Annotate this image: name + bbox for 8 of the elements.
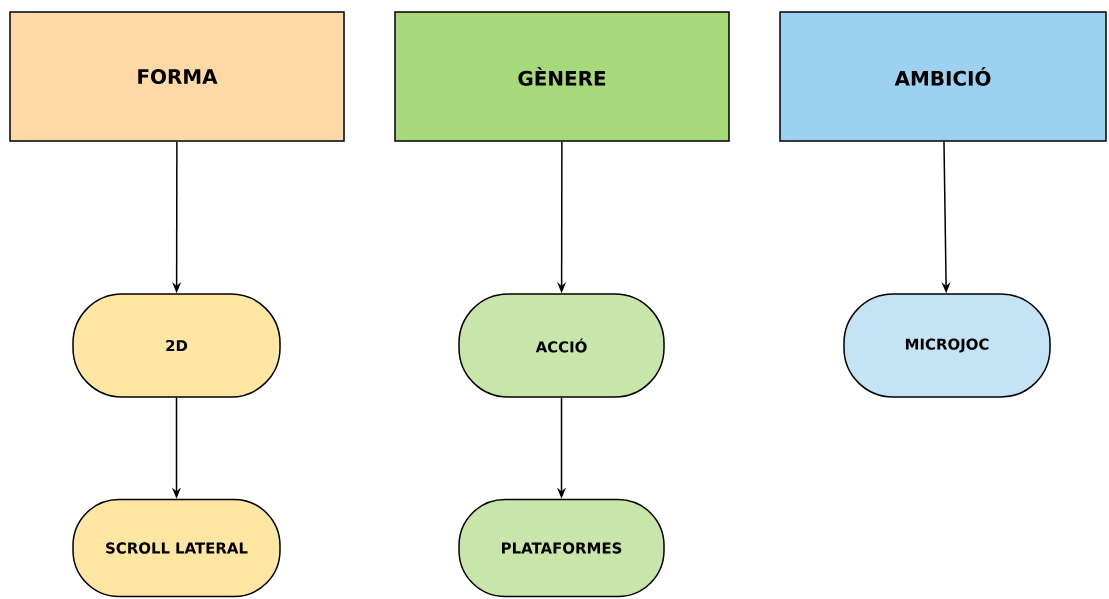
category-box: FORMA: [9, 11, 345, 142]
rounded-box: PLATAFORMES: [458, 498, 665, 598]
rounded-box: SCROLL LATERAL: [72, 498, 281, 598]
rounded-box: MICROJOC: [843, 293, 1051, 398]
rounded-box: ACCIÓ: [458, 293, 665, 398]
category-box: GÈNERE: [394, 11, 730, 142]
category-box: AMBICIÓ: [779, 11, 1107, 142]
rounded-box: 2D: [72, 293, 281, 398]
